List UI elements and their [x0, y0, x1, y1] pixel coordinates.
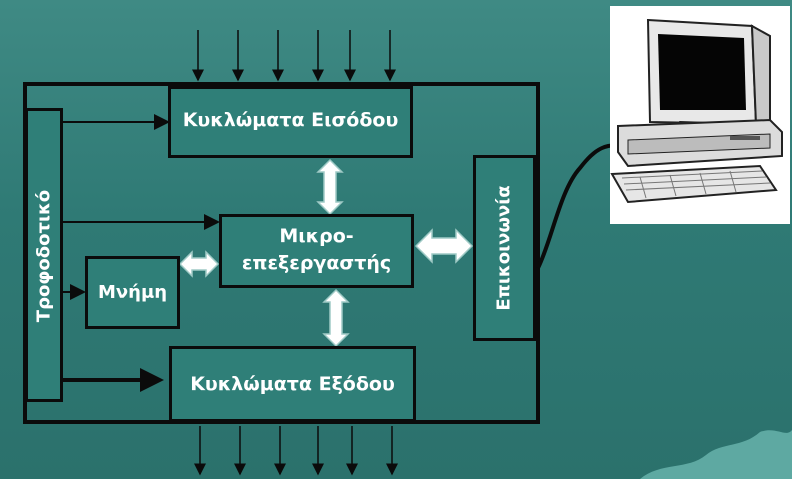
decorative-terrain — [640, 430, 792, 479]
input-circuits-label: Κυκλώματα Εισόδου — [182, 109, 399, 131]
communication-block: Επικοινωνία — [473, 155, 536, 341]
desktop-computer-icon — [610, 18, 783, 204]
microprocessor-label-line2: επεξεργαστής — [241, 252, 392, 274]
power-supply-label: Τροφοδοτικό — [33, 189, 55, 323]
power-feed-arrows — [63, 114, 220, 392]
memory-block: Μνήμη — [85, 256, 180, 329]
memory-micro-double-arrow — [178, 250, 220, 278]
bus-double-arrows — [178, 158, 474, 348]
microprocessor-block: Μικρο- επεξεργαστής — [219, 214, 414, 288]
input-micro-double-arrow — [316, 158, 344, 216]
input-signal-arrows — [192, 30, 396, 82]
output-circuits-block: Κυκλώματα Εξόδου — [169, 346, 416, 422]
micro-output-double-arrow — [322, 288, 350, 348]
output-signal-arrows — [194, 426, 398, 476]
communication-label: Επικοινωνία — [493, 185, 515, 311]
memory-label: Μνήμη — [97, 282, 168, 303]
microprocessor-label-line1: Μικρο- — [279, 225, 354, 247]
micro-comm-double-arrow — [414, 228, 474, 264]
computer-illustration — [610, 6, 790, 224]
output-circuits-label: Κυκλώματα Εξόδου — [190, 373, 395, 395]
input-circuits-block: Κυκλώματα Εισόδου — [168, 86, 413, 158]
power-supply-block: Τροφοδοτικό — [25, 108, 63, 402]
